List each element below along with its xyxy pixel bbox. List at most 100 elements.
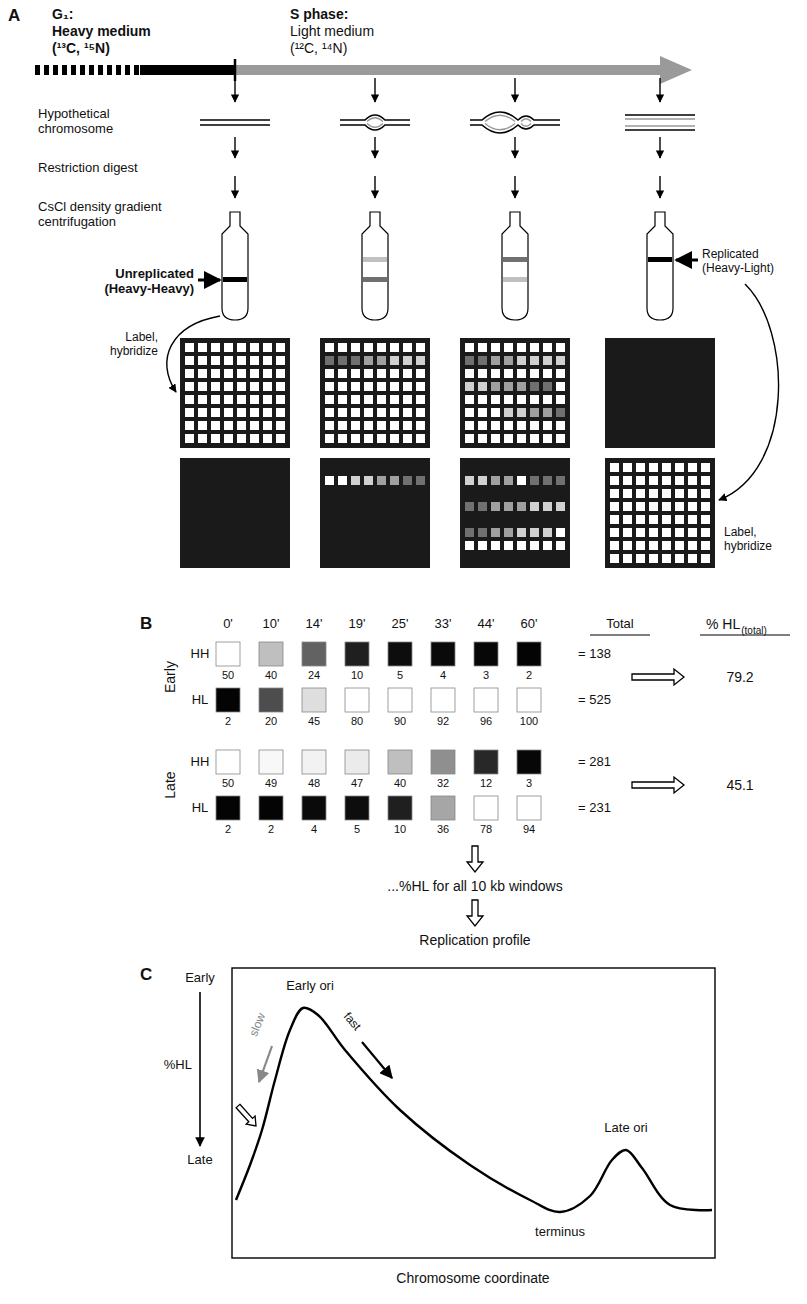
array-spot: [623, 502, 632, 511]
axis-label: Early: [185, 971, 215, 986]
array-spot: [364, 476, 373, 485]
time-point: 14': [306, 617, 323, 632]
signal-square: [259, 796, 283, 820]
row-label: HH: [191, 647, 210, 662]
cell-value: 40: [265, 669, 277, 682]
cell-value: 2: [268, 823, 274, 836]
array-spot: [623, 515, 632, 524]
array-spot: [556, 502, 565, 511]
array-spot: [504, 369, 513, 378]
array-spot: [185, 408, 194, 417]
array-spot: [403, 369, 412, 378]
new-strand: [521, 124, 531, 127]
array-spot: [198, 421, 207, 430]
array-spot: [325, 356, 334, 365]
array-spot: [504, 421, 513, 430]
array-spot: [610, 515, 619, 524]
array-spot: [556, 528, 565, 537]
array-spot: [250, 395, 259, 404]
array-spot: [491, 356, 500, 365]
array-spot: [623, 476, 632, 485]
cell-value: 5: [397, 669, 403, 682]
array-spot: [224, 382, 233, 391]
array-spot: [675, 502, 684, 511]
arrow-line: [374, 78, 375, 102]
array-spot: [185, 369, 194, 378]
dna-band: [363, 257, 387, 262]
cell-value: 94: [523, 823, 535, 836]
replication-profile: [236, 1008, 712, 1212]
array-spot: [478, 434, 487, 443]
array-spot: [364, 395, 373, 404]
array-spot: [465, 502, 474, 511]
array-spot: [211, 408, 220, 417]
hollow-arrow: [632, 669, 684, 685]
array-spot: [701, 528, 710, 537]
cell-value: 50: [222, 669, 234, 682]
array-spot: [623, 554, 632, 563]
array-spot: [211, 343, 220, 352]
array-spot: [556, 382, 565, 391]
array-spot: [185, 434, 194, 443]
step-label: Label, hybridize: [94, 331, 158, 359]
array-spot: [491, 408, 500, 417]
array-spot: [636, 554, 645, 563]
array-spot: [416, 421, 425, 430]
array-spot: [237, 408, 246, 417]
array-spot: [416, 369, 425, 378]
percent-result: 79.2: [726, 669, 753, 685]
medium-label: Heavy medium: [52, 23, 151, 39]
signal-square: [474, 642, 498, 666]
array-spot: [276, 408, 285, 417]
row-label: HH: [191, 755, 210, 770]
chromosome-strand: [470, 125, 560, 133]
array-spot: [478, 502, 487, 511]
array-spot: [390, 356, 399, 365]
profile-frame: [232, 968, 715, 1258]
percent-result: 45.1: [726, 777, 753, 793]
array-spot: [416, 434, 425, 443]
array-spot: [649, 541, 658, 550]
step-label: ...%HL for all 10 kb windows: [387, 878, 562, 894]
microarray: [180, 338, 290, 448]
cell-value: 92: [437, 715, 449, 728]
array-spot: [198, 395, 207, 404]
array-spot: [517, 382, 526, 391]
array-spot: [263, 408, 272, 417]
array-spot: [276, 421, 285, 430]
array-spot: [649, 489, 658, 498]
signal-square: [517, 750, 541, 774]
array-spot: [377, 408, 386, 417]
array-spot: [403, 356, 412, 365]
array-spot: [465, 528, 474, 537]
array-spot: [675, 554, 684, 563]
array-spot: [688, 541, 697, 550]
chromosome-strand: [200, 124, 270, 126]
array-spot: [504, 502, 513, 511]
signal-square: [259, 642, 283, 666]
array-spot: [504, 476, 513, 485]
array-spot: [263, 343, 272, 352]
array-spot: [688, 515, 697, 524]
array-spot: [517, 395, 526, 404]
array-spot: [465, 369, 474, 378]
time-point: 33': [435, 617, 452, 632]
array-spot: [504, 356, 513, 365]
array-spot: [237, 382, 246, 391]
phase-tick: [234, 59, 237, 81]
array-spot: [263, 382, 272, 391]
array-spot: [224, 356, 233, 365]
array-spot: [662, 489, 671, 498]
array-spot: [636, 528, 645, 537]
array-spot: [504, 395, 513, 404]
signal-square: [345, 796, 369, 820]
row-label: HL: [192, 801, 209, 816]
array-spot: [478, 343, 487, 352]
array-spot: [263, 395, 272, 404]
array-spot: [543, 528, 552, 537]
arrow-line: [659, 176, 660, 198]
array-spot: [530, 408, 539, 417]
array-spot: [237, 343, 246, 352]
signal-square: [474, 796, 498, 820]
